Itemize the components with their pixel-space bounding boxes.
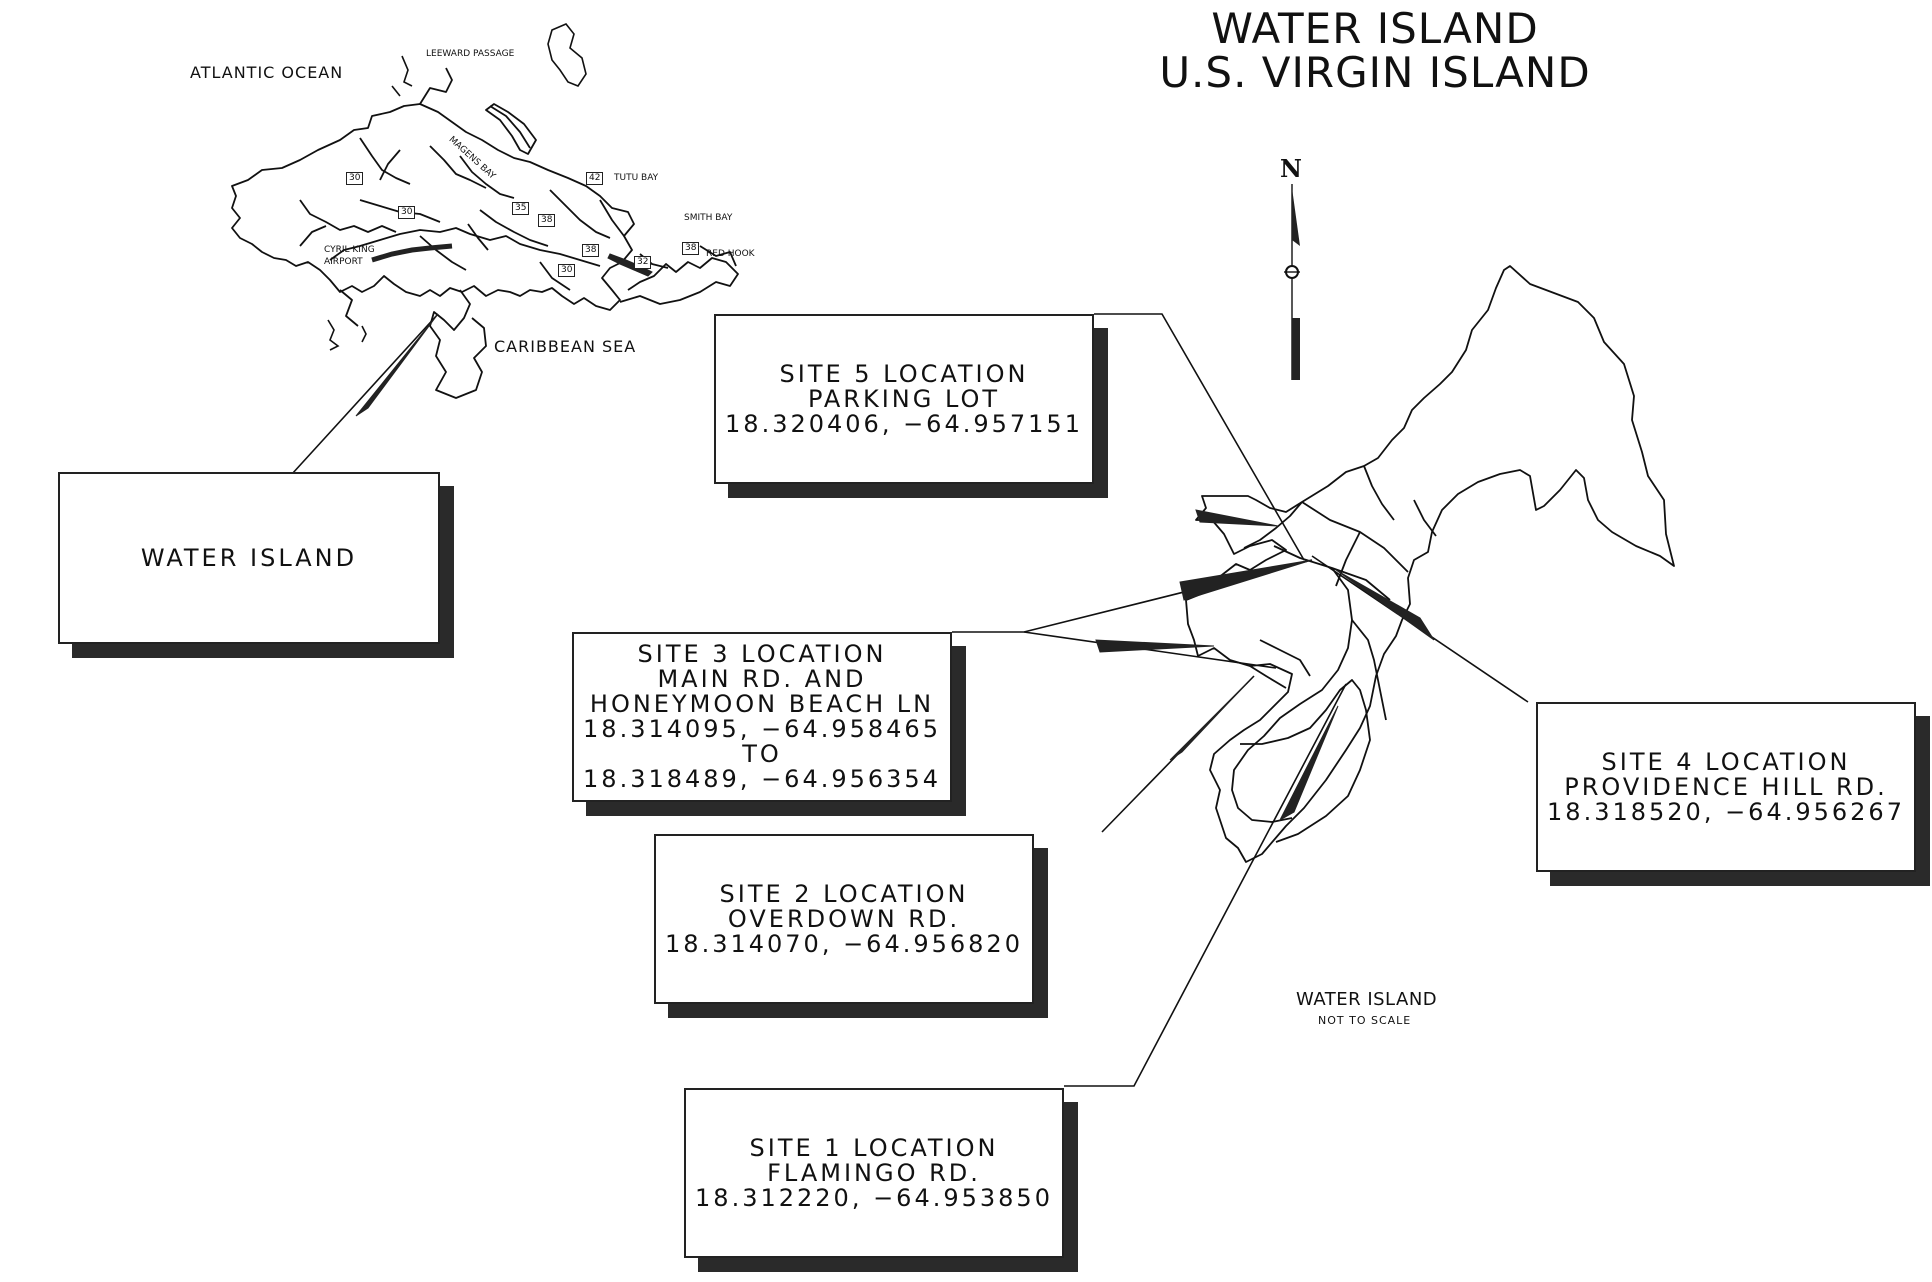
- site-1-callout: SITE 1 LOCATION FLAMINGO RD. 18.312220, …: [684, 1088, 1064, 1258]
- callout-line: SITE 1 LOCATION: [749, 1133, 999, 1162]
- airport-runway: [371, 243, 453, 263]
- map-title-line1: WATER ISLAND: [1211, 4, 1539, 53]
- caribbean-sea-label: CARIBBEAN SEA: [494, 337, 637, 356]
- callout-line: 18.318520, −64.956267: [1547, 797, 1905, 826]
- atlantic-ocean-label: ATLANTIC OCEAN: [190, 63, 344, 82]
- route-shield: 38: [538, 214, 556, 227]
- route-shield: 30: [346, 172, 364, 185]
- route-shield: 38: [682, 242, 700, 255]
- water-island-leader: [291, 313, 439, 475]
- route-shield: 30: [398, 206, 416, 219]
- route-shield: 35: [512, 202, 530, 215]
- tutu-bay-label: TUTU BAY: [614, 173, 659, 183]
- site-2-callout: SITE 2 LOCATION OVERDOWN RD. 18.314070, …: [654, 834, 1034, 1004]
- airport-label-line1: CYRIL KING: [324, 245, 375, 255]
- red-hook-label: RED HOOK: [706, 249, 755, 259]
- site-5-callout: SITE 5 LOCATION PARKING LOT 18.320406, −…: [714, 314, 1094, 484]
- callout-line: TO: [742, 740, 782, 768]
- water-island-callout: WATER ISLAND: [58, 472, 440, 644]
- north-label: N: [1280, 154, 1303, 183]
- callout-line: 18.314070, −64.956820: [665, 929, 1023, 958]
- leeward-passage-label: LEEWARD PASSAGE: [426, 49, 515, 59]
- callout-line: MAIN RD. AND: [657, 665, 867, 693]
- map-caption-name: WATER ISLAND: [1296, 989, 1438, 1010]
- callout-line: 18.318489, −64.956354: [583, 765, 941, 793]
- st-thomas-island: [231, 67, 739, 399]
- inset-islets: [327, 23, 587, 351]
- callout-line: FLAMINGO RD.: [767, 1158, 981, 1187]
- water-island-outline: [1185, 265, 1675, 863]
- north-arrow: [1284, 184, 1300, 380]
- callout-line: 18.312220, −64.953850: [695, 1183, 1053, 1212]
- site-3-callout: SITE 3 LOCATION MAIN RD. AND HONEYMOON B…: [572, 632, 952, 802]
- callout-line: WATER ISLAND: [140, 543, 358, 572]
- callout-line: SITE 5 LOCATION: [779, 359, 1029, 388]
- route-shield: 32: [634, 256, 652, 269]
- callout-line: SITE 3 LOCATION: [637, 640, 887, 668]
- airport-label-line2: AIRPORT: [324, 257, 363, 267]
- route-shield: 30: [558, 264, 576, 277]
- callout-line: PROVIDENCE HILL RD.: [1564, 772, 1888, 801]
- callout-line: OVERDOWN RD.: [727, 904, 961, 933]
- callout-line: 18.320406, −64.957151: [725, 409, 1083, 438]
- site-4-callout: SITE 4 LOCATION PROVIDENCE HILL RD. 18.3…: [1536, 702, 1916, 872]
- map-title-line2: U.S. VIRGIN ISLAND: [1159, 48, 1591, 97]
- harbor-shape: [607, 253, 653, 277]
- smith-bay-label: SMITH BAY: [684, 213, 733, 223]
- callout-line: 18.314095, −64.958465: [583, 715, 941, 743]
- callout-line: SITE 4 LOCATION: [1601, 747, 1851, 776]
- map-caption-scale: NOT TO SCALE: [1318, 1014, 1412, 1027]
- callout-line: HONEYMOON BEACH LN: [589, 690, 935, 718]
- callout-line: SITE 2 LOCATION: [719, 879, 969, 908]
- route-shield: 38: [582, 244, 600, 257]
- water-island-arrow: [355, 313, 439, 417]
- callout-line: PARKING LOT: [807, 384, 1001, 413]
- site-arrows: [1095, 509, 1435, 822]
- route-shield: 42: [586, 172, 604, 185]
